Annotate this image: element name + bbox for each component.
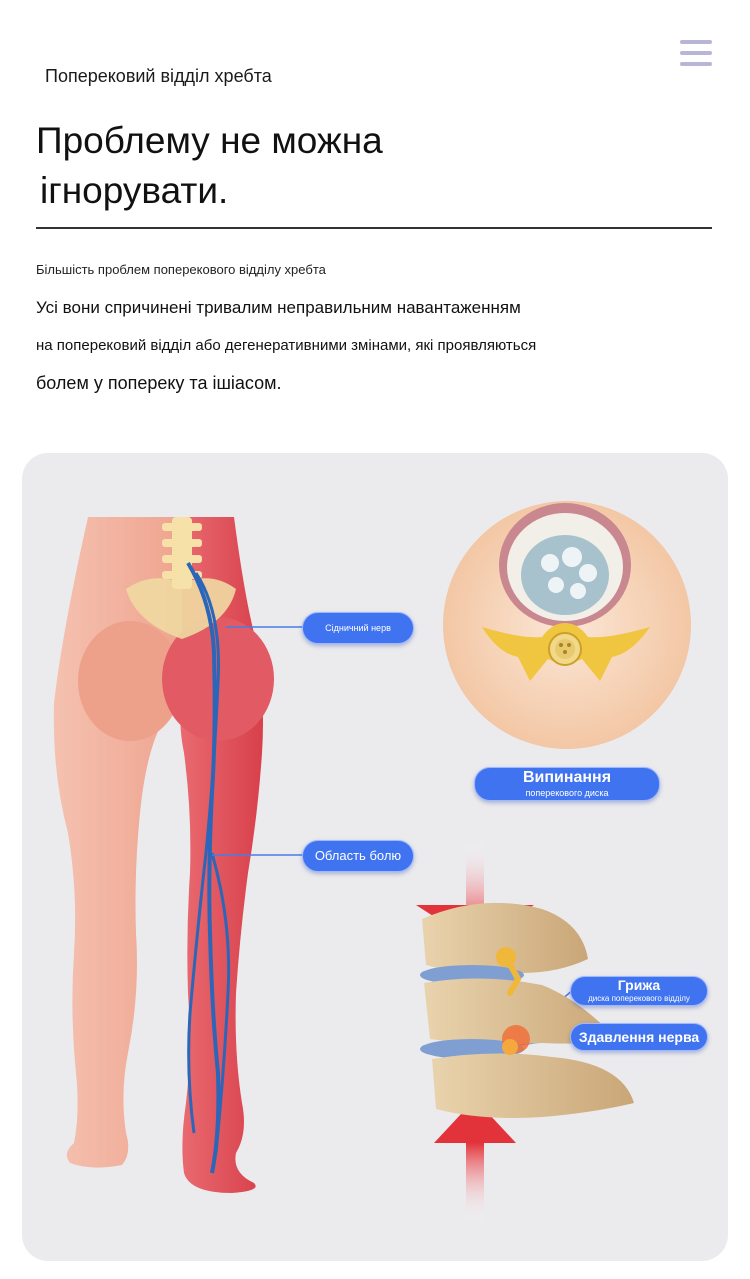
intro-line-2: на поперековий відділ або дегенеративним… [36,337,537,354]
intro-line-3: болем у попереку та ішіасом. [36,373,282,393]
label-pain-area: Область болю [302,840,414,872]
divider [36,227,712,229]
illustration-panel: Сідничний нерв Область болю Випинання по… [22,453,728,1261]
intro-line-1: Усі вони спричинені тривалим неправильни… [36,298,521,317]
section-label: Поперековий відділ хребта [45,66,272,86]
page-title-line2: ігнорувати. [40,170,229,211]
label-disc-protrusion-title: Випинання [522,769,612,786]
page-title-line1: Проблему не можна [36,120,383,161]
label-disc-hernia-title: Грижа [617,977,661,993]
label-disc-hernia-sub: диска поперекового відділу [588,994,690,1003]
label-disc-protrusion-sub: поперекового диска [525,788,609,798]
spine-segment [416,841,634,1223]
intro-caption: Більшість проблем поперекового відділу х… [36,262,326,277]
label-sciatic-nerve: Сідничний нерв [302,612,414,644]
label-nerve-compression: Здавлення нерва [570,1023,708,1051]
legs-anatomy-figure [53,517,274,1193]
menu-icon[interactable] [680,40,716,72]
page-title: Проблему не можна ігнорувати. [36,116,496,216]
vertebra-cross-section [443,501,691,749]
label-disc-hernia: Грижа диска поперекового відділу [570,976,708,1006]
illustration-svg [53,501,691,1223]
label-disc-protrusion: Випинання поперекового диска [474,767,660,801]
